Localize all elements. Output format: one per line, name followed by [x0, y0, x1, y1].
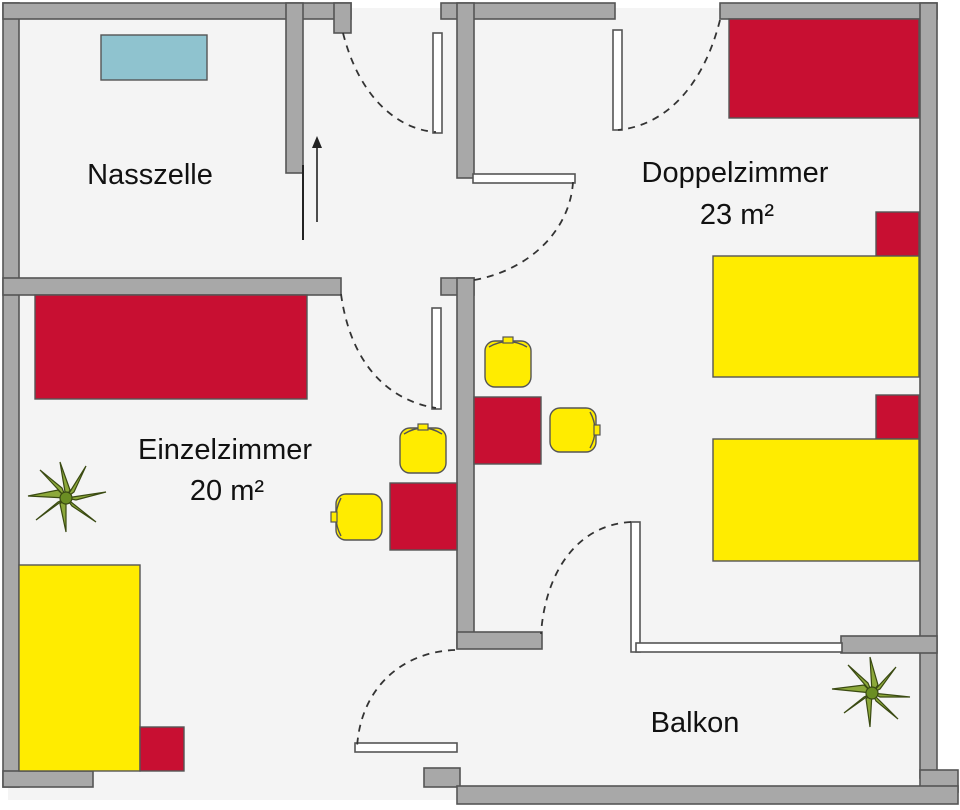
room-area-doppelzimmer: 23 m²	[700, 199, 774, 231]
room-label-nasszelle: Nasszelle	[87, 159, 213, 191]
door-leaves	[354, 29, 843, 753]
wardrobe-double-room	[728, 18, 920, 119]
outer-wall-top-left-jamb	[333, 2, 352, 34]
outer-wall-bottom	[2, 770, 94, 788]
room-area-einzelzimmer: 20 m²	[190, 475, 264, 507]
door-swing-bathroom	[342, 32, 437, 133]
room-label-doppelzimmer: Doppelzimmer	[642, 157, 829, 189]
room-label-balkon: Balkon	[651, 707, 740, 739]
nightstand-1	[875, 211, 920, 258]
nightstand-2	[875, 394, 920, 440]
outer-wall-top-right	[719, 2, 938, 20]
chair-single-room-left	[330, 493, 383, 541]
bathroom-wall-right	[285, 2, 304, 174]
wardrobe-single-room	[34, 294, 308, 400]
door-swing-balcony-single	[356, 649, 456, 749]
bed-double-room-1	[712, 255, 920, 378]
bed-double-room-2	[712, 438, 920, 562]
bathtub	[100, 34, 208, 81]
balcony-wall-left	[456, 631, 543, 650]
outer-wall-left	[2, 2, 20, 788]
room-label-einzelzimmer: Einzelzimmer	[138, 434, 312, 466]
outer-wall-top-mid	[440, 2, 616, 20]
door-swing-balcony-double	[540, 521, 632, 635]
balcony-wall-right	[840, 635, 938, 654]
outer-wall-bottom-edge	[456, 785, 959, 805]
plant-icon	[27, 461, 107, 533]
door-swings	[340, 19, 721, 749]
chair-double-room-top	[484, 336, 532, 388]
center-wall-lower-vertical	[456, 277, 475, 649]
door-swing-corridor	[473, 181, 574, 281]
bathroom-wall-bottom	[2, 277, 342, 296]
door-swing-double-room	[617, 19, 721, 131]
outer-wall-bottom-balcony	[423, 767, 461, 788]
outer-wall-right	[919, 2, 938, 779]
desk-single-room	[389, 482, 458, 551]
chair-single-room-top	[399, 423, 447, 474]
center-wall-upper	[456, 2, 475, 179]
nightstand-single-room	[139, 726, 185, 772]
bed-single-room	[18, 564, 141, 772]
chair-double-room-right	[549, 407, 601, 453]
plant-icon	[831, 656, 911, 728]
desk-double-room	[473, 396, 542, 465]
arrow-up-icon	[302, 136, 322, 240]
